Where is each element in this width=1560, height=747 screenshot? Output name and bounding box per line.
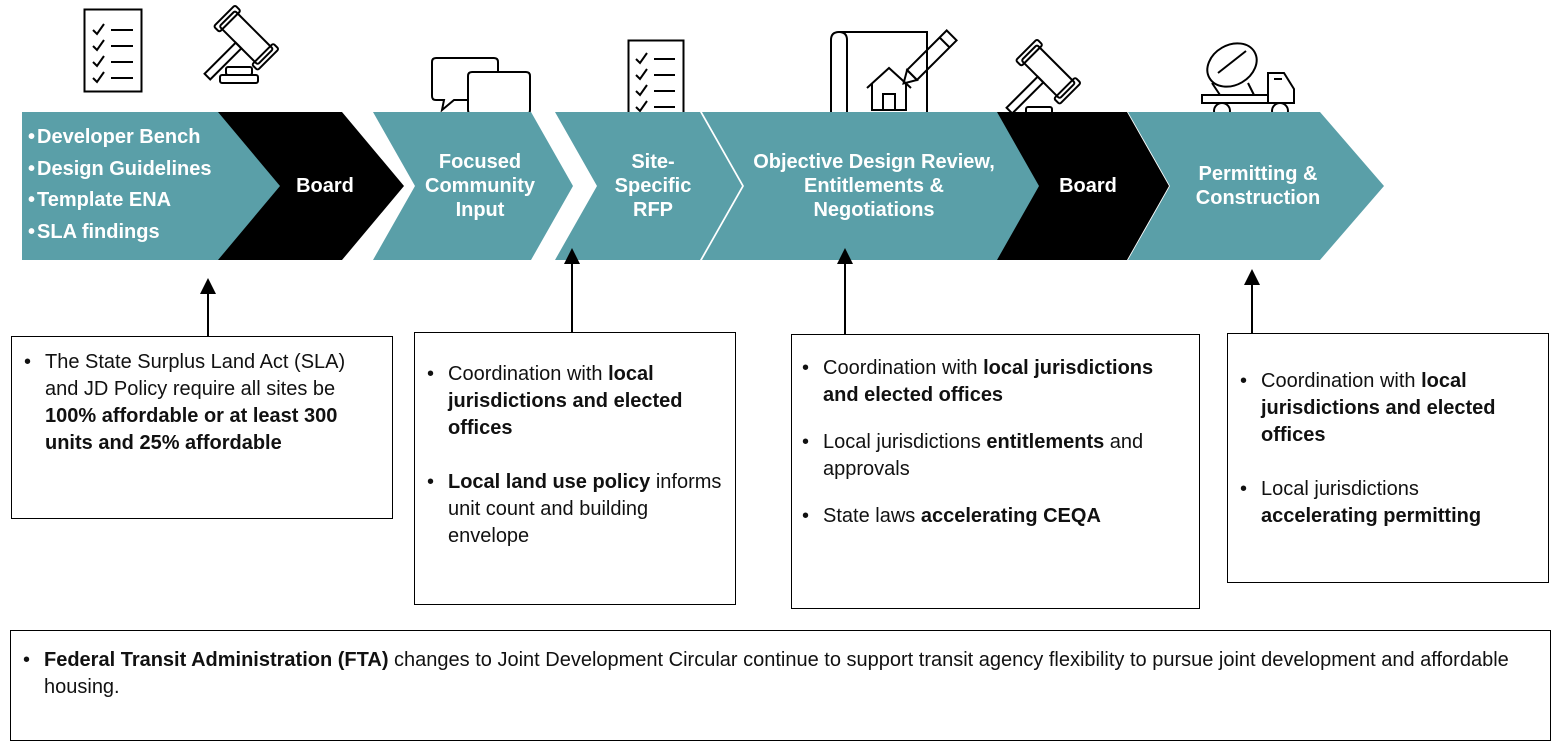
list-item: Local jurisdictions entitlements and app… [800, 429, 1191, 483]
step-design-review: Objective Design Review, Entitlements & … [702, 112, 1044, 260]
arrow-up-3 [837, 248, 853, 264]
step-design-review-label: Objective Design Review, Entitlements & … [753, 151, 995, 221]
step-permitting-label: Permitting & Construction [1195, 163, 1321, 209]
arrow-line-2 [571, 262, 573, 333]
step-board-1-label: Board [296, 175, 354, 197]
list-item: Coordination with local jurisdictions an… [1238, 368, 1538, 449]
step-site-rfp: Site-Specific RFP [555, 112, 742, 260]
note-box-design-review: Coordination with local jurisdictions an… [791, 334, 1200, 609]
step-site-rfp-label: Site-Specific RFP [614, 151, 692, 221]
arrow-line-4 [1251, 283, 1253, 334]
list-item: •SLA findings [28, 220, 160, 243]
arrow-up-4 [1244, 269, 1260, 285]
speech-bubbles-icon [431, 56, 532, 127]
gavel-icon [203, 5, 307, 93]
arrow-up-1 [200, 278, 216, 294]
step-developer-bench-list: •Developer Bench •Design Guidelines •Tem… [28, 122, 278, 248]
list-item: Local jurisdictions accelerating permitt… [1238, 476, 1538, 530]
checklist-icon [83, 8, 143, 94]
arrow-line-3 [844, 262, 846, 335]
step-community-input-label: Focused Community Input [425, 151, 535, 221]
list-item: State laws accelerating CEQA [800, 503, 1191, 530]
note-box-permitting: Coordination with local jurisdictions an… [1227, 333, 1549, 583]
step-board-1: Board [218, 112, 404, 260]
step-community-input: Focused Community Input [373, 112, 573, 260]
list-item: •Design Guidelines [28, 157, 212, 180]
step-developer-bench [22, 112, 292, 260]
footer-box-fta: Federal Transit Administration (FTA) cha… [10, 630, 1551, 741]
blueprint-house-icon [829, 28, 958, 123]
list-item: •Developer Bench [28, 126, 201, 148]
note-box-community: Coordination with local jurisdictions an… [414, 332, 736, 605]
list-item: Coordination with local jurisdictions an… [425, 361, 725, 442]
list-item: Local land use policy informs unit count… [425, 469, 725, 550]
checklist-icon [627, 39, 685, 121]
note-box-sla: The State Surplus Land Act (SLA) and JD … [11, 336, 393, 519]
step-board-2-label: Board [1059, 175, 1117, 197]
arrow-line-1 [207, 292, 209, 337]
list-item: •Template ENA [28, 189, 172, 211]
step-permitting: Permitting & Construction [1128, 112, 1384, 260]
list-item: Coordination with local jurisdictions an… [800, 355, 1191, 409]
arrow-up-2 [564, 248, 580, 264]
step-board-2: Board [997, 112, 1169, 260]
cement-truck-icon [1198, 37, 1308, 121]
list-item: Federal Transit Administration (FTA) cha… [21, 647, 1540, 701]
list-item: The State Surplus Land Act (SLA) and JD … [22, 349, 382, 457]
